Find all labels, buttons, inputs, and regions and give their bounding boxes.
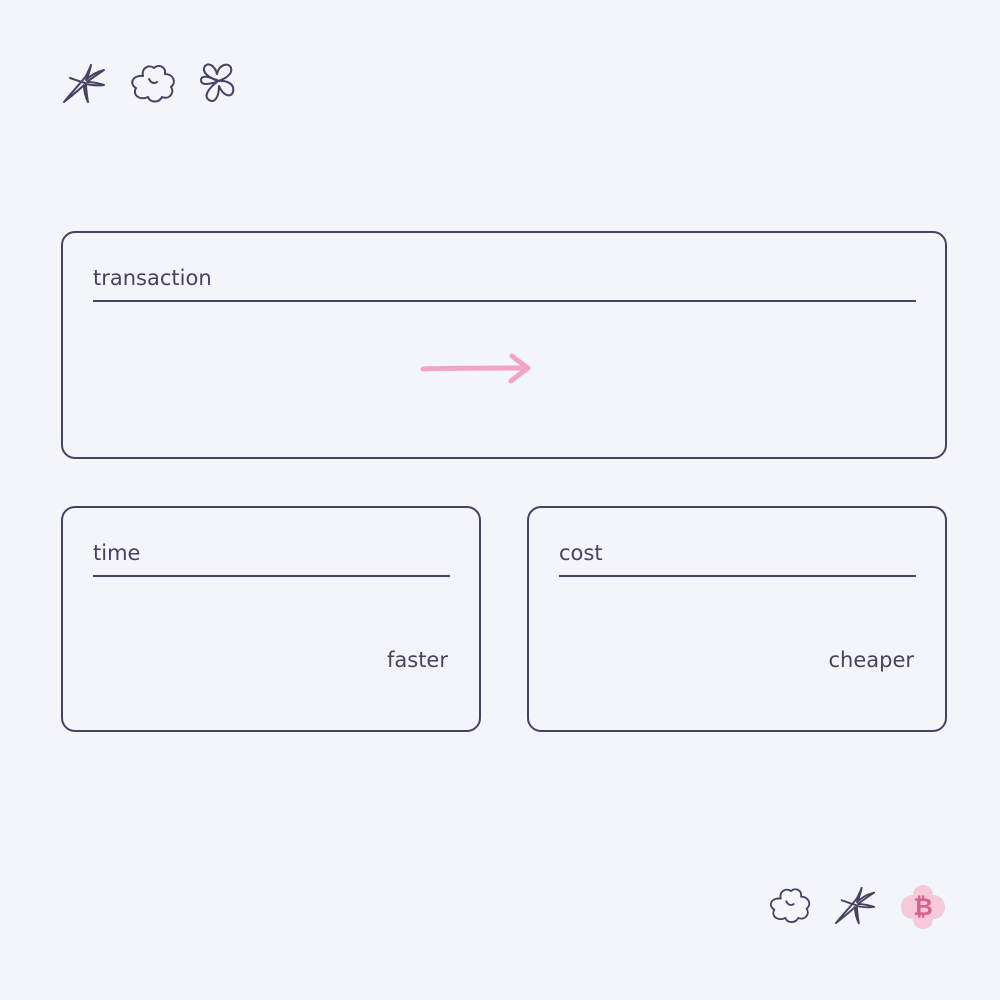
transaction-title: transaction [93,266,212,290]
bitcoin-symbol: ₿ [913,893,933,921]
time-title: time [93,541,141,565]
flower-doodle-icon [127,62,179,104]
flower-outline-icon [197,60,239,106]
arrow-right-icon [420,351,534,385]
time-value: faster [387,648,448,672]
cost-divider [559,575,916,577]
transaction-divider [93,300,916,302]
cost-card: cost cheaper [527,506,947,732]
transaction-card: transaction [61,231,947,459]
time-card: time faster [61,506,481,732]
star-doodle-icon [832,885,878,927]
time-divider [93,575,450,577]
cost-value: cheaper [828,648,914,672]
flower-doodle-icon [766,885,814,925]
star-doodle-icon [60,62,108,106]
cost-title: cost [559,541,603,565]
bitcoin-icon: ₿ [897,881,949,933]
